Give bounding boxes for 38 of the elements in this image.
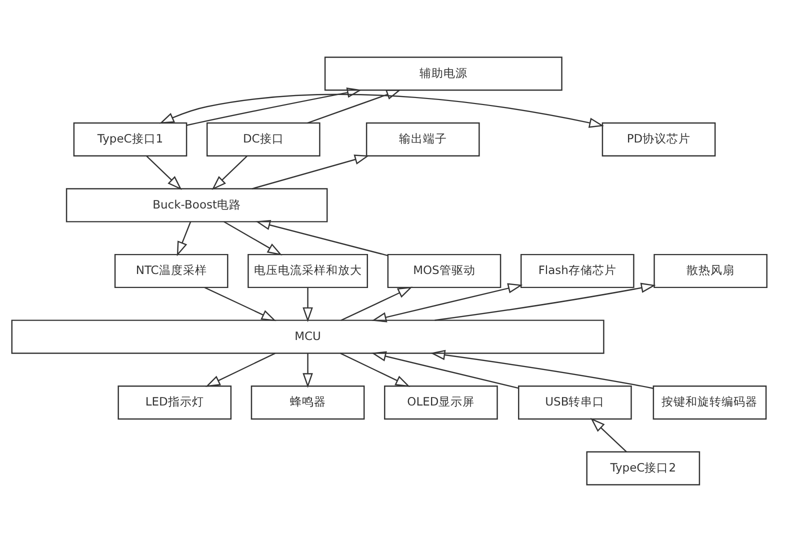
arrow	[159, 94, 604, 128]
node-box: PD协议芯片	[602, 122, 716, 157]
node-box: MOS管驱动	[387, 254, 502, 288]
arrow	[372, 283, 523, 322]
arrow	[430, 350, 654, 389]
arrow	[340, 286, 413, 321]
node-box: 输出端子	[366, 122, 480, 157]
arrow	[434, 282, 656, 321]
arrow	[371, 351, 519, 389]
node-box: OLED显示屏	[384, 385, 498, 420]
arrow	[212, 156, 248, 190]
arrow	[205, 352, 276, 387]
node-box: TypeC接口2	[586, 451, 700, 486]
node-box: 电压电流采样和放大	[248, 254, 368, 288]
node-box: Buck-Boost电路	[66, 188, 328, 222]
node-box: Flash存储芯片	[520, 254, 634, 288]
node-box: USB转串口	[518, 385, 632, 420]
arrow	[307, 90, 402, 124]
node-box: 蜂鸣器	[250, 385, 365, 420]
node-box: LED指示灯	[118, 385, 232, 420]
node-box: MCU	[11, 320, 604, 354]
arrow	[340, 352, 410, 387]
node-box: 辅助电源	[324, 56, 562, 91]
node-box: 按键和旋转编码器	[652, 385, 767, 420]
node-box: 散热风扇	[654, 254, 768, 288]
arrow	[146, 156, 182, 190]
node-box: DC接口	[206, 122, 320, 157]
arrow	[302, 353, 313, 388]
arrow	[176, 222, 192, 256]
node-box: NTC温度采样	[114, 254, 228, 288]
arrow	[204, 286, 276, 322]
node-box: TypeC接口1	[73, 122, 188, 157]
arrow	[302, 288, 313, 322]
arrow	[252, 154, 370, 190]
arrow	[186, 88, 362, 126]
arrow	[224, 221, 282, 256]
arrow	[590, 418, 627, 452]
arrow	[256, 220, 388, 256]
